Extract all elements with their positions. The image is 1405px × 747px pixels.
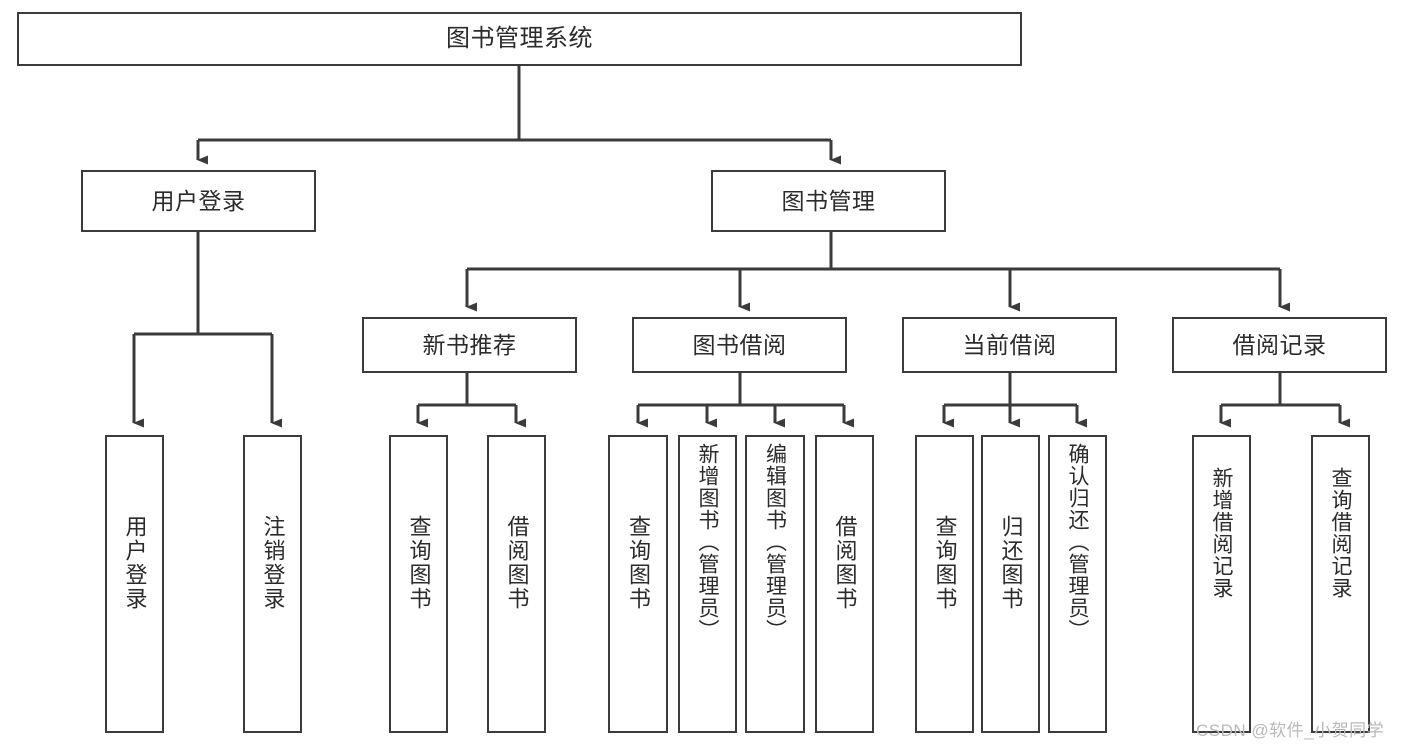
node-leaf-add-record[interactable]: 新增借阅记录 xyxy=(1192,435,1251,733)
node-current-borrow[interactable]: 当前借阅 xyxy=(902,317,1117,373)
node-leaf-add-book[interactable]: 新增图书（管理员） xyxy=(678,435,737,733)
node-leaf-confirm-return[interactable]: 确认归还（管理员） xyxy=(1048,435,1107,733)
node-user-login[interactable]: 用户登录 xyxy=(81,170,316,232)
node-leaf-edit-book[interactable]: 编辑图书（管理员） xyxy=(745,435,805,733)
node-leaf-user-login-label: 用户登录 xyxy=(122,515,148,611)
node-new-book-recommend[interactable]: 新书推荐 xyxy=(362,317,577,373)
node-new-book-recommend-label: 新书推荐 xyxy=(422,331,517,358)
node-leaf-confirm-return-label: 确认归还（管理员） xyxy=(1066,443,1089,641)
node-book-borrow[interactable]: 图书借阅 xyxy=(632,317,847,373)
node-leaf-query-book-1[interactable]: 查询图书 xyxy=(389,435,448,733)
node-book-borrow-label: 图书借阅 xyxy=(692,331,787,358)
node-leaf-borrow-book-2-label: 借阅图书 xyxy=(832,515,858,611)
node-leaf-query-record-label: 查询借阅记录 xyxy=(1329,467,1352,599)
node-borrow-record[interactable]: 借阅记录 xyxy=(1172,317,1387,373)
node-leaf-query-record[interactable]: 查询借阅记录 xyxy=(1311,435,1370,733)
node-user-login-label: 用户登录 xyxy=(151,187,246,214)
node-leaf-query-book-3-label: 查询图书 xyxy=(932,515,958,611)
node-book-manage-label: 图书管理 xyxy=(781,187,876,214)
node-leaf-logout-login[interactable]: 注销登录 xyxy=(243,435,302,733)
node-leaf-query-book-2[interactable]: 查询图书 xyxy=(608,435,668,733)
node-leaf-query-book-1-label: 查询图书 xyxy=(406,515,432,611)
node-book-manage[interactable]: 图书管理 xyxy=(711,170,946,232)
node-leaf-add-record-label: 新增借阅记录 xyxy=(1210,467,1233,599)
node-current-borrow-label: 当前借阅 xyxy=(962,331,1057,358)
node-leaf-borrow-book-2[interactable]: 借阅图书 xyxy=(815,435,874,733)
node-leaf-logout-login-label: 注销登录 xyxy=(260,515,286,611)
node-root-label: 图书管理系统 xyxy=(446,25,593,53)
node-leaf-borrow-book-1[interactable]: 借阅图书 xyxy=(487,435,546,733)
node-leaf-query-book-3[interactable]: 查询图书 xyxy=(915,435,974,733)
node-leaf-return-book-label: 归还图书 xyxy=(998,515,1024,611)
node-leaf-borrow-book-1-label: 借阅图书 xyxy=(504,515,530,611)
node-leaf-query-book-2-label: 查询图书 xyxy=(626,515,651,611)
node-leaf-return-book[interactable]: 归还图书 xyxy=(981,435,1040,733)
node-leaf-user-login[interactable]: 用户登录 xyxy=(105,435,164,733)
node-leaf-edit-book-label: 编辑图书（管理员） xyxy=(763,443,787,641)
node-root[interactable]: 图书管理系统 xyxy=(17,12,1022,66)
node-leaf-add-book-label: 新增图书（管理员） xyxy=(696,443,719,641)
node-borrow-record-label: 借阅记录 xyxy=(1232,331,1327,358)
